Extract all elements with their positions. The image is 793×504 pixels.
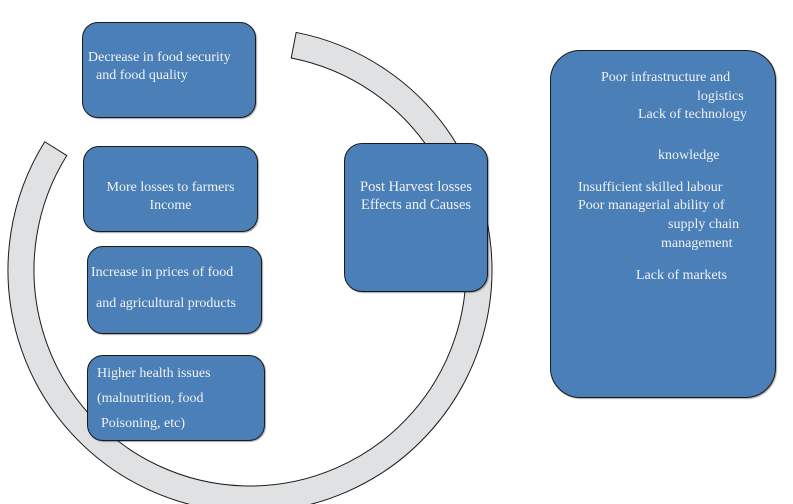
center-topic-text: Effects and Causes — [360, 197, 472, 213]
effect-box-text: More losses to farmers — [106, 180, 235, 195]
effect-box-text: and agricultural products — [96, 296, 236, 311]
cause-text: supply chain — [668, 217, 740, 232]
effect-box-health-issues: Higher health issues (malnutrition, food… — [87, 355, 265, 441]
effect-box-farmer-income: More losses to farmers Income — [83, 146, 258, 232]
effect-box-text: (malnutrition, food — [97, 391, 204, 406]
effect-box-text: Higher health issues — [97, 366, 211, 381]
effect-box-food-security: Decrease in food security and food quali… — [82, 22, 256, 118]
cause-text: knowledge — [658, 148, 720, 163]
cause-text: Lack of technology — [638, 107, 747, 122]
center-topic-text: Post Harvest losses — [360, 179, 472, 195]
cause-text: Poor managerial ability of — [578, 198, 725, 213]
effect-box-text: Decrease in food security — [88, 50, 231, 65]
cause-text: Insufficient skilled labour — [578, 180, 723, 195]
effect-box-text: Increase in prices of food — [91, 265, 234, 280]
effect-box-text: and food quality — [96, 68, 188, 83]
cycle-ring-band — [7, 31, 493, 504]
cause-text: logistics — [697, 89, 744, 104]
center-topic-box: Post Harvest losses Effects and Causes — [344, 143, 488, 292]
causes-box: Poor infrastructure and logistics Lack o… — [550, 50, 776, 398]
cause-text: Poor infrastructure and — [601, 70, 731, 85]
effect-box-text: Poisoning, etc) — [101, 416, 185, 431]
cause-text: Lack of markets — [636, 268, 727, 283]
effect-box-food-prices: Increase in prices of food and agricultu… — [87, 246, 262, 334]
effect-box-text: Income — [149, 198, 192, 213]
cause-text: management — [661, 236, 733, 251]
